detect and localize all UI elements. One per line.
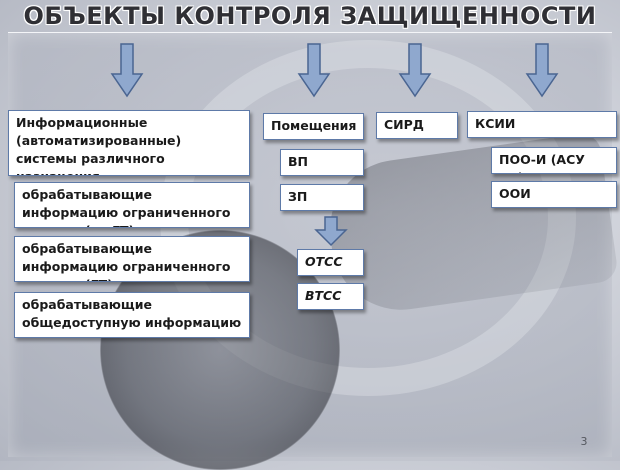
public-info-label: обрабатывающие общедоступную информацию bbox=[22, 297, 242, 330]
vtss-box: ВТСС bbox=[297, 283, 364, 310]
rooms-label: Помещения bbox=[271, 118, 357, 133]
arrow-down-icon bbox=[297, 43, 331, 98]
rooms-box: Помещения bbox=[263, 113, 364, 140]
vtss-label: ВТСС bbox=[305, 288, 342, 303]
restricted-not-gt-box: обрабатывающие информацию ограниченного … bbox=[14, 182, 250, 228]
vp-label: ВП bbox=[288, 154, 308, 169]
otss-label: ОТСС bbox=[305, 254, 343, 269]
slide-title: ОБЪЕКТЫ КОНТРОЛЯ ЗАЩИЩЕННОСТИ bbox=[23, 2, 597, 30]
restricted-gt-box: обрабатывающие информацию ограниченного … bbox=[14, 236, 250, 282]
otss-box: ОТСС bbox=[297, 249, 364, 276]
ooi-box: ООИ bbox=[491, 181, 617, 208]
ksii-box: КСИИ bbox=[467, 111, 617, 138]
sird-box: СИРД bbox=[376, 112, 458, 139]
ooi-label: ООИ bbox=[499, 186, 531, 201]
poo-label: ПОО-И (АСУ ТП) bbox=[499, 152, 585, 173]
vp-box: ВП bbox=[280, 149, 364, 176]
information-systems-label: Информационные (автоматизированные) сист… bbox=[16, 115, 182, 175]
public-info-box: обрабатывающие общедоступную информацию bbox=[14, 292, 250, 338]
arrow-down-icon bbox=[525, 43, 559, 98]
information-systems-box: Информационные (автоматизированные) сист… bbox=[8, 110, 250, 176]
restricted-gt-label: обрабатывающие информацию ограниченного … bbox=[22, 241, 231, 281]
arrow-down-icon bbox=[398, 43, 432, 98]
page-number: 3 bbox=[580, 435, 588, 448]
restricted-not-gt-label: обрабатывающие информацию ограниченного … bbox=[22, 187, 231, 227]
ksii-label: КСИИ bbox=[475, 116, 516, 131]
zp-label: ЗП bbox=[288, 189, 308, 204]
sird-label: СИРД bbox=[384, 117, 424, 132]
poo-box: ПОО-И (АСУ ТП) bbox=[491, 147, 617, 174]
arrow-down-icon bbox=[110, 43, 144, 98]
arrow-down-small-icon bbox=[314, 216, 348, 247]
zp-box: ЗП bbox=[280, 184, 364, 211]
